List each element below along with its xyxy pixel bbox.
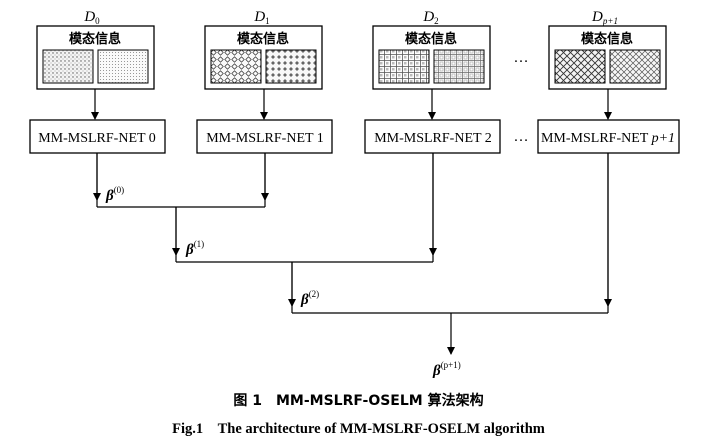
network-label-0: MM-MSLRF-NET 0 <box>38 131 156 146</box>
dataset-label-3: Dp+1 <box>591 9 618 26</box>
network-label-1: MM-MSLRF-NET 1 <box>206 131 324 146</box>
network-box-0 <box>29 119 166 154</box>
network-label-3: MM-MSLRF-NET p+1 <box>541 131 675 146</box>
dataset-column-p1: Dp+1 模态信息 MM-MSLRF-NET p+1 <box>537 9 680 154</box>
beta-label-final: β(p+1) <box>432 360 461 379</box>
modal-info-title-1: 模态信息 <box>237 31 289 47</box>
dataset-label-2: D2 <box>422 9 438 26</box>
modal-image-0b <box>97 49 149 84</box>
network-box-1 <box>196 119 333 154</box>
modal-image-3b <box>609 49 661 84</box>
beta-label-2: β(2) <box>300 289 319 308</box>
beta-label-0: β(0) <box>105 185 124 204</box>
dataset-column-2: D2 模态信息 MM-MSLRF-NET 2 <box>364 9 501 154</box>
modal-info-title-0: 模态信息 <box>69 31 121 47</box>
modal-image-3a <box>554 49 606 84</box>
modal-image-0a <box>42 49 94 84</box>
merge-tree <box>93 153 612 355</box>
beta-label-1: β(1) <box>185 239 204 258</box>
modal-info-title-2: 模态信息 <box>405 31 457 47</box>
dataset-label-0: D0 <box>83 9 100 26</box>
dataset-column-1: D1 模态信息 MM-MSLRF-NET 1 <box>196 9 333 154</box>
network-label-2: MM-MSLRF-NET 2 <box>374 131 492 146</box>
modal-image-1b <box>265 49 317 84</box>
modal-image-1a <box>210 49 262 84</box>
ellipsis-mid: … <box>514 129 529 145</box>
modal-image-2b <box>433 49 485 84</box>
modal-image-2a <box>378 49 430 84</box>
figure-caption-cn: 图 1 MM-MSLRF-OSELM 算法架构 <box>233 393 484 409</box>
ellipsis-top: … <box>514 50 529 66</box>
dataset-label-1: D1 <box>253 9 269 26</box>
figure-caption-en: Fig.1 The architecture of MM-MSLRF-OSELM… <box>172 421 545 437</box>
network-box-3 <box>537 119 680 154</box>
modal-info-title-3: 模态信息 <box>581 31 633 47</box>
dataset-column-0: D0 模态信息 MM-MSLRF-NET 0 <box>29 9 166 154</box>
